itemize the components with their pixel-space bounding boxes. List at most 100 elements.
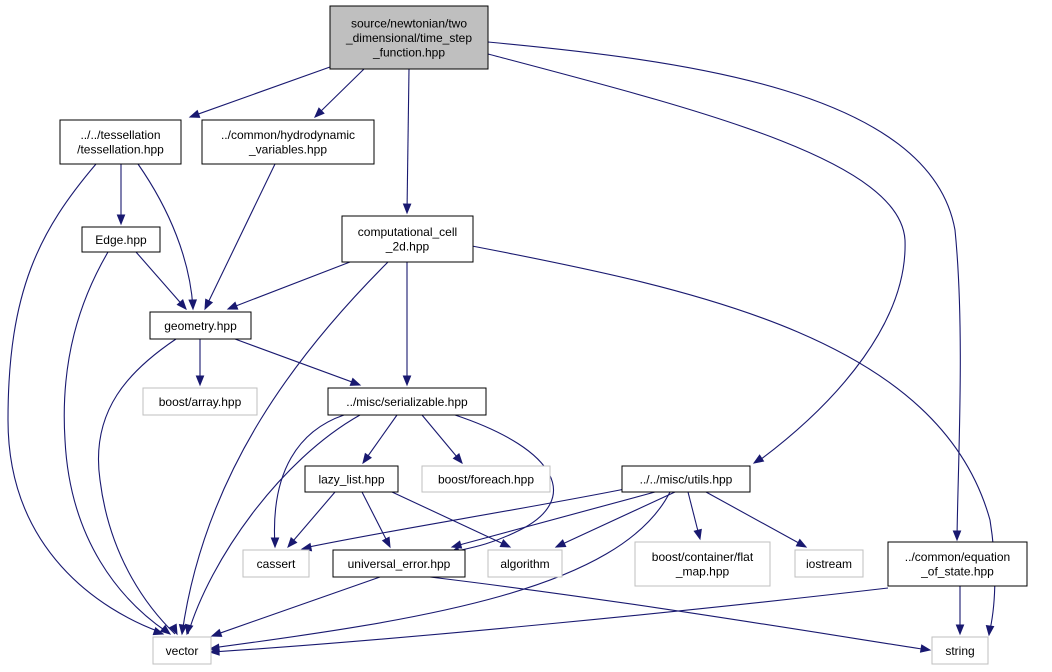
node-box	[242, 549, 310, 578]
node-tessellation[interactable]: ../../tessellation/tessellation.hpp	[59, 119, 182, 165]
node-label: /tessellation.hpp	[77, 143, 164, 157]
edge-line	[197, 66, 331, 115]
node-flatmap[interactable]: boost/container/flat_map.hpp	[634, 541, 771, 587]
edge-line	[135, 251, 182, 304]
edge-arrowhead	[795, 538, 808, 548]
edge-hydro-to-geometry	[204, 163, 276, 311]
node-label: ../common/equation	[905, 550, 1010, 564]
edge-arrowhead	[452, 452, 463, 465]
edge-line	[367, 414, 398, 457]
node-iostream[interactable]: iostream	[794, 549, 864, 578]
node-edge[interactable]: Edge.hpp	[81, 226, 161, 253]
edge-geometry-to-boostarray	[195, 339, 205, 387]
edge-arrowhead	[381, 536, 391, 549]
node-box	[794, 549, 864, 578]
node-label: _dimensional/time_step	[345, 31, 472, 45]
node-label: geometry.hpp	[164, 319, 237, 333]
edge-arrowhead	[204, 298, 214, 311]
node-cassert[interactable]: cassert	[242, 549, 310, 578]
node-lazylist[interactable]: lazy_list.hpp	[304, 465, 399, 493]
node-box	[81, 226, 161, 253]
edge-arrowhead	[116, 214, 126, 226]
nodes-layer: source/newtonian/two_dimensional/time_st…	[59, 5, 1028, 665]
edge-eos-to-string	[955, 586, 965, 636]
node-hydro[interactable]: ../common/hydrodynamic_variables.hpp	[201, 119, 375, 165]
node-box	[152, 636, 212, 665]
edge-line	[234, 338, 353, 383]
edge-compcell-to-vector	[178, 261, 389, 636]
node-compcell[interactable]: computational_cell_2d.hpp	[341, 215, 474, 263]
edge-utils-to-iostream	[705, 491, 808, 548]
node-box	[634, 541, 771, 587]
edge-line	[211, 587, 889, 653]
edge-line	[7, 163, 161, 633]
node-string[interactable]: string	[931, 636, 989, 665]
node-box	[487, 549, 563, 578]
edge-arrowhead	[226, 301, 239, 310]
edge-line	[451, 414, 555, 553]
edge-root-to-utils	[487, 53, 906, 464]
node-label: ../common/hydrodynamic	[221, 128, 355, 142]
node-label: vector	[166, 644, 199, 658]
edge-arrowhead	[985, 625, 995, 637]
edge-arrowhead	[188, 299, 198, 311]
edge-arrowhead	[159, 624, 172, 635]
node-label: ../misc/serializable.hpp	[346, 395, 468, 409]
edge-compcell-to-serializable	[402, 262, 412, 387]
edge-arrowhead	[349, 377, 362, 386]
node-box	[329, 5, 489, 70]
edge-line	[137, 163, 194, 309]
node-label: _function.hpp	[372, 45, 445, 59]
node-root[interactable]: source/newtonian/two_dimensional/time_st…	[329, 5, 489, 70]
node-universal[interactable]: universal_error.hpp	[332, 549, 466, 578]
edge-serializable-to-lazylist	[362, 414, 398, 465]
edge-arrowhead	[314, 107, 325, 118]
edge-line	[687, 491, 699, 532]
edge-lazylist-to-universal	[361, 491, 391, 549]
node-label: ../../misc/utils.hpp	[640, 472, 733, 486]
edge-arrowhead	[499, 539, 512, 548]
edge-line	[406, 68, 410, 206]
edge-arrowhead	[362, 452, 372, 465]
node-box	[341, 215, 474, 263]
node-serializable[interactable]: ../misc/serializable.hpp	[327, 387, 487, 416]
node-boostarray[interactable]: boost/array.hpp	[142, 387, 258, 416]
edge-serializable-to-cassert	[270, 414, 345, 549]
edge-line	[303, 487, 631, 549]
edge-tessellation-to-edge	[116, 164, 126, 226]
edge-root-to-eos	[487, 41, 962, 542]
node-label: lazy_list.hpp	[318, 472, 384, 486]
node-eos[interactable]: ../common/equation_of_state.hpp	[887, 541, 1028, 587]
node-box	[149, 311, 252, 340]
node-boostforeach[interactable]: boost/foreach.hpp	[421, 465, 551, 493]
edges-layer	[7, 41, 996, 656]
edge-lazylist-to-algorithm	[391, 491, 512, 548]
edge-arrowhead	[208, 647, 220, 656]
node-utils[interactable]: ../../misc/utils.hpp	[621, 465, 751, 493]
edge-universal-to-vector	[210, 576, 381, 637]
edge-line	[459, 491, 656, 546]
edge-arrowhead	[450, 540, 463, 549]
node-label: cassert	[257, 557, 296, 571]
edge-line	[63, 251, 168, 633]
edge-line	[487, 41, 961, 539]
edge-geometry-to-vector	[98, 338, 178, 636]
edge-lazylist-to-cassert	[287, 491, 336, 549]
edge-arrowhead	[184, 623, 194, 636]
node-vector[interactable]: vector	[152, 636, 212, 665]
node-label: _map.hpp	[675, 565, 730, 579]
edge-arrowhead	[952, 530, 962, 542]
node-algorithm[interactable]: algorithm	[487, 549, 563, 578]
node-label: universal_error.hpp	[348, 557, 451, 571]
node-label: iostream	[806, 557, 852, 571]
node-box	[332, 549, 466, 578]
node-geometry[interactable]: geometry.hpp	[149, 311, 252, 340]
node-label: _of_state.hpp	[920, 565, 994, 579]
edge-line	[320, 68, 365, 112]
edge-line	[361, 491, 387, 541]
edge-utils-to-universal	[450, 491, 656, 549]
node-box	[59, 119, 182, 165]
edge-arrowhead	[195, 375, 205, 387]
node-label: algorithm	[500, 557, 549, 571]
edge-arrowhead	[287, 536, 298, 549]
